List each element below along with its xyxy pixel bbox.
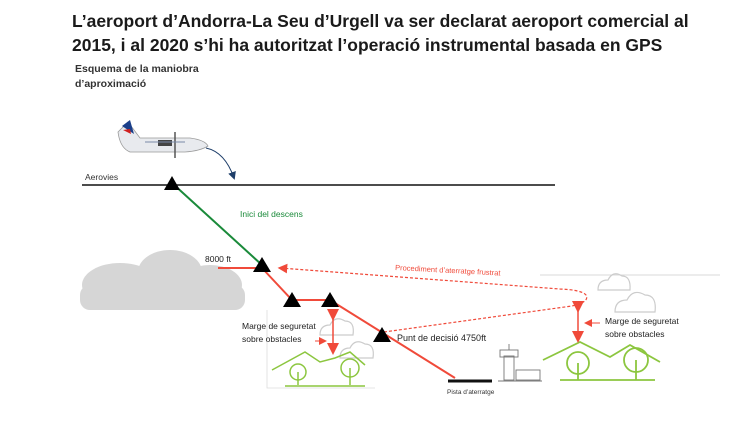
airplane-icon [117, 120, 209, 158]
headline-line-1: L’aeroport d’Andorra-La Seu d’Urgell va … [72, 11, 689, 31]
right-margin-label-2: sobre obstacles [605, 329, 665, 339]
subtitle-line-1: Esquema de la maniobra [75, 63, 199, 75]
waypoint-icons [164, 176, 391, 342]
descent-start-label: Inici del descens [240, 209, 303, 219]
tree-mountains-icon [271, 351, 366, 387]
control-tower-icon [498, 344, 542, 382]
approach-path [261, 267, 456, 379]
headline: L’aeroport d’Andorra-La Seu d’Urgell va … [72, 9, 689, 57]
triangle-icon [253, 257, 271, 272]
headline-line-2: 2015, i al 2020 s’hi ha autoritzat l’ope… [72, 35, 663, 55]
missed-approach-label: Procediment d’aterratge frustrat [395, 263, 502, 278]
triangle-icon [283, 292, 301, 307]
right-tree-mountains-icon [542, 340, 661, 381]
subtitle-line-2: d’aproximació [75, 78, 147, 90]
triangle-icon [321, 292, 339, 307]
left-margin-label-2: sobre obstacles [242, 334, 302, 344]
left-terrain-box [266, 310, 375, 389]
diagram-subtitle: Esquema de la maniobra d’aproximació [75, 62, 199, 92]
right-margin-label-1: Marge de seguretat [605, 316, 679, 326]
triangle-icon [373, 327, 391, 342]
left-margin-label-1: Marge de seguretat [242, 321, 316, 331]
airways-label: Aerovies [85, 172, 118, 182]
runway-label: Pista d’aterratge [447, 389, 495, 396]
triangle-icon [164, 176, 180, 190]
cloud-icon [80, 250, 245, 310]
altitude-label: 8000 ft [205, 254, 232, 264]
arrow-icon [205, 147, 236, 180]
decision-point-label: Punt de decisió 4750ft [397, 333, 487, 343]
descent-line [171, 182, 263, 266]
